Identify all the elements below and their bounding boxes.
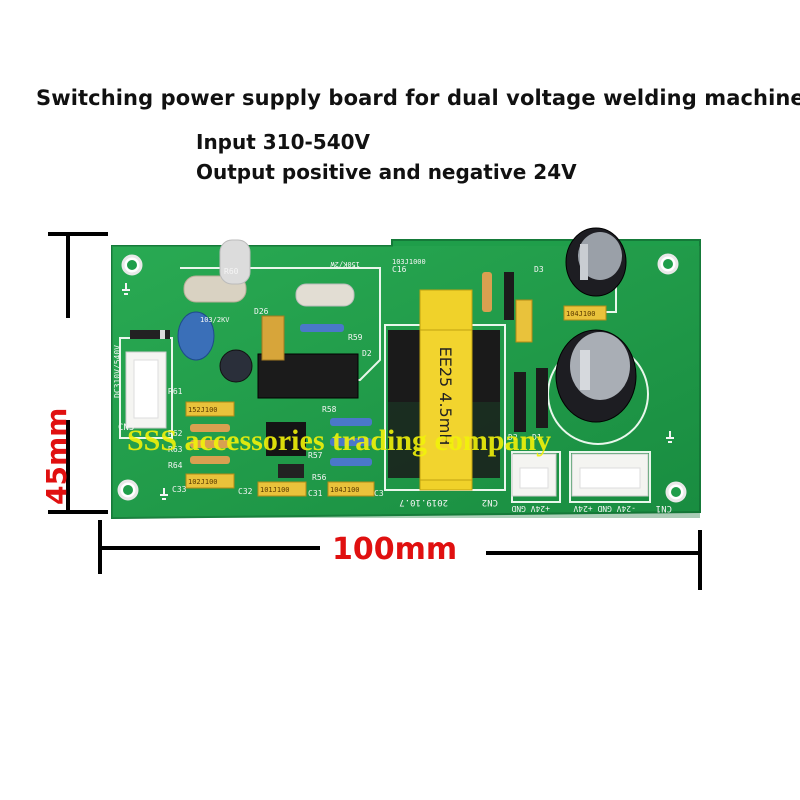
power-resistor-3 [295,283,355,307]
marking-152j100: 152J100 [188,406,218,414]
cn3-label-text: CN3 [118,423,134,433]
cn2-pins-text: +24V GND [511,504,550,513]
label-r63: R63 [168,445,183,454]
blue-ceramic-capacitor [177,311,215,361]
diode-input [130,330,170,339]
electrolytic-capacitor-top [565,227,627,297]
label-d3: D3 [534,265,544,274]
label-c3: C3 [374,489,384,498]
page-title: Switching power supply board for dual vo… [36,86,800,110]
label-c32: C32 [238,487,253,496]
diode-d1 [536,368,548,428]
date-code: 2019.10.7 [399,497,448,507]
mosfet [257,353,359,399]
label-r60: R60 [224,267,239,276]
watermark-text: SSS accessories trading company [127,424,552,457]
cn1-pins-text: -24V GND +24V [573,504,636,513]
marking-102j100: 102J100 [188,478,218,486]
marking-103-2kv: 103/2KV [200,316,230,324]
label-r58: R58 [322,405,337,414]
marking-150k2w: 150K/2W [330,260,360,268]
diode-d3 [504,272,514,320]
label-d1: D1 [532,433,542,442]
marking-103j1000: 103J1000 [392,258,426,266]
ground-symbols [122,283,674,500]
cn2-label-text: CN2 [482,497,498,507]
cn1-label-text: CN1 [656,503,672,513]
marking-101j100: 101J100 [260,486,290,494]
label-r59: R59 [348,333,363,342]
width-dimension-label: 100mm [332,532,458,567]
height-dimension-label: 45mm [40,407,73,505]
small-electrolytic-capacitor [219,349,253,383]
label-r64: R64 [168,461,183,470]
yellow-film-cap [261,315,285,361]
label-r57: R57 [308,451,323,460]
marking-104j100-right: 104J100 [566,310,596,318]
label-d26: D26 [254,307,269,316]
yellow-capacitors [185,299,607,497]
output-spec: Output positive and negative 24V [196,160,577,184]
label-c16: C16 [392,265,407,274]
pcb-board: 2019.10.7 CN3 CN2 CN1 +24V GND -24V GND … [111,227,701,520]
label-c33: C33 [172,485,187,494]
label-d2-top: D2 [362,349,372,358]
label-d2-bottom: D2 [508,433,518,442]
power-resistor-2 [219,239,251,285]
input-spec: Input 310-540V [196,130,371,154]
label-r62: R62 [168,429,183,438]
electrolytic-capacitor-bottom [555,329,637,423]
marking-104j100: 104J100 [330,486,360,494]
label-r56: R56 [312,473,327,482]
diode-d2 [514,372,526,432]
small-resistors [190,272,492,466]
dimension-lines [48,232,702,590]
transformer-label: EE25 4.5mH [436,347,455,446]
label-c31: C31 [308,489,323,498]
label-r61: R61 [168,387,183,396]
cn3-input-text: DC310V/540V [113,345,122,398]
ic-u1 [266,422,306,456]
